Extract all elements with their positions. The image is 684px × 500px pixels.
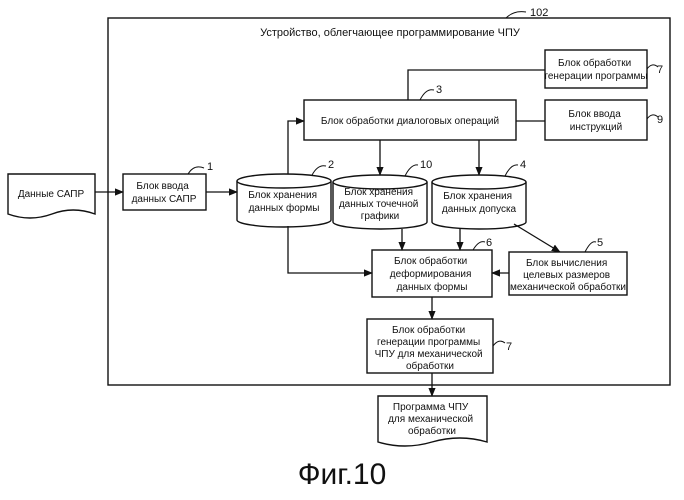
block-point-graphics-storage-number: 10 bbox=[420, 159, 432, 171]
block-shape-storage-number: 2 bbox=[328, 159, 334, 171]
device-title: Устройство, облегчающее программирование… bbox=[260, 27, 521, 39]
device-number: 102 bbox=[530, 7, 548, 19]
block-display-number: 7 bbox=[657, 64, 663, 76]
block-shape-deformation-number: 6 bbox=[486, 237, 492, 249]
input-document-label: Данные САПР bbox=[18, 189, 85, 200]
block-instruction-input-number: 9 bbox=[657, 114, 663, 126]
block-dialog-processing-text: Блок обработки диалоговых операций bbox=[321, 115, 499, 127]
block-instruction-input bbox=[545, 100, 647, 140]
block-cad-input-number: 1 bbox=[207, 161, 213, 173]
block-tolerance-storage-top bbox=[432, 175, 526, 189]
block-nc-program-gen-number: 7 bbox=[506, 341, 512, 353]
block-dialog-processing-number: 3 bbox=[436, 84, 442, 96]
block-display bbox=[545, 50, 647, 88]
block-tolerance-storage-number: 4 bbox=[520, 159, 526, 171]
block-shape-storage-top bbox=[237, 174, 331, 188]
block-target-size-calc-number: 5 bbox=[597, 237, 603, 249]
device-number-leader bbox=[506, 12, 526, 18]
block-target-size-calc-text: Блок вычисления целевых размеров механич… bbox=[510, 258, 626, 293]
figure-caption: Фиг.10 bbox=[0, 458, 684, 492]
block-shape-deformation-text: Блок обработки деформирования данных фор… bbox=[390, 255, 474, 293]
